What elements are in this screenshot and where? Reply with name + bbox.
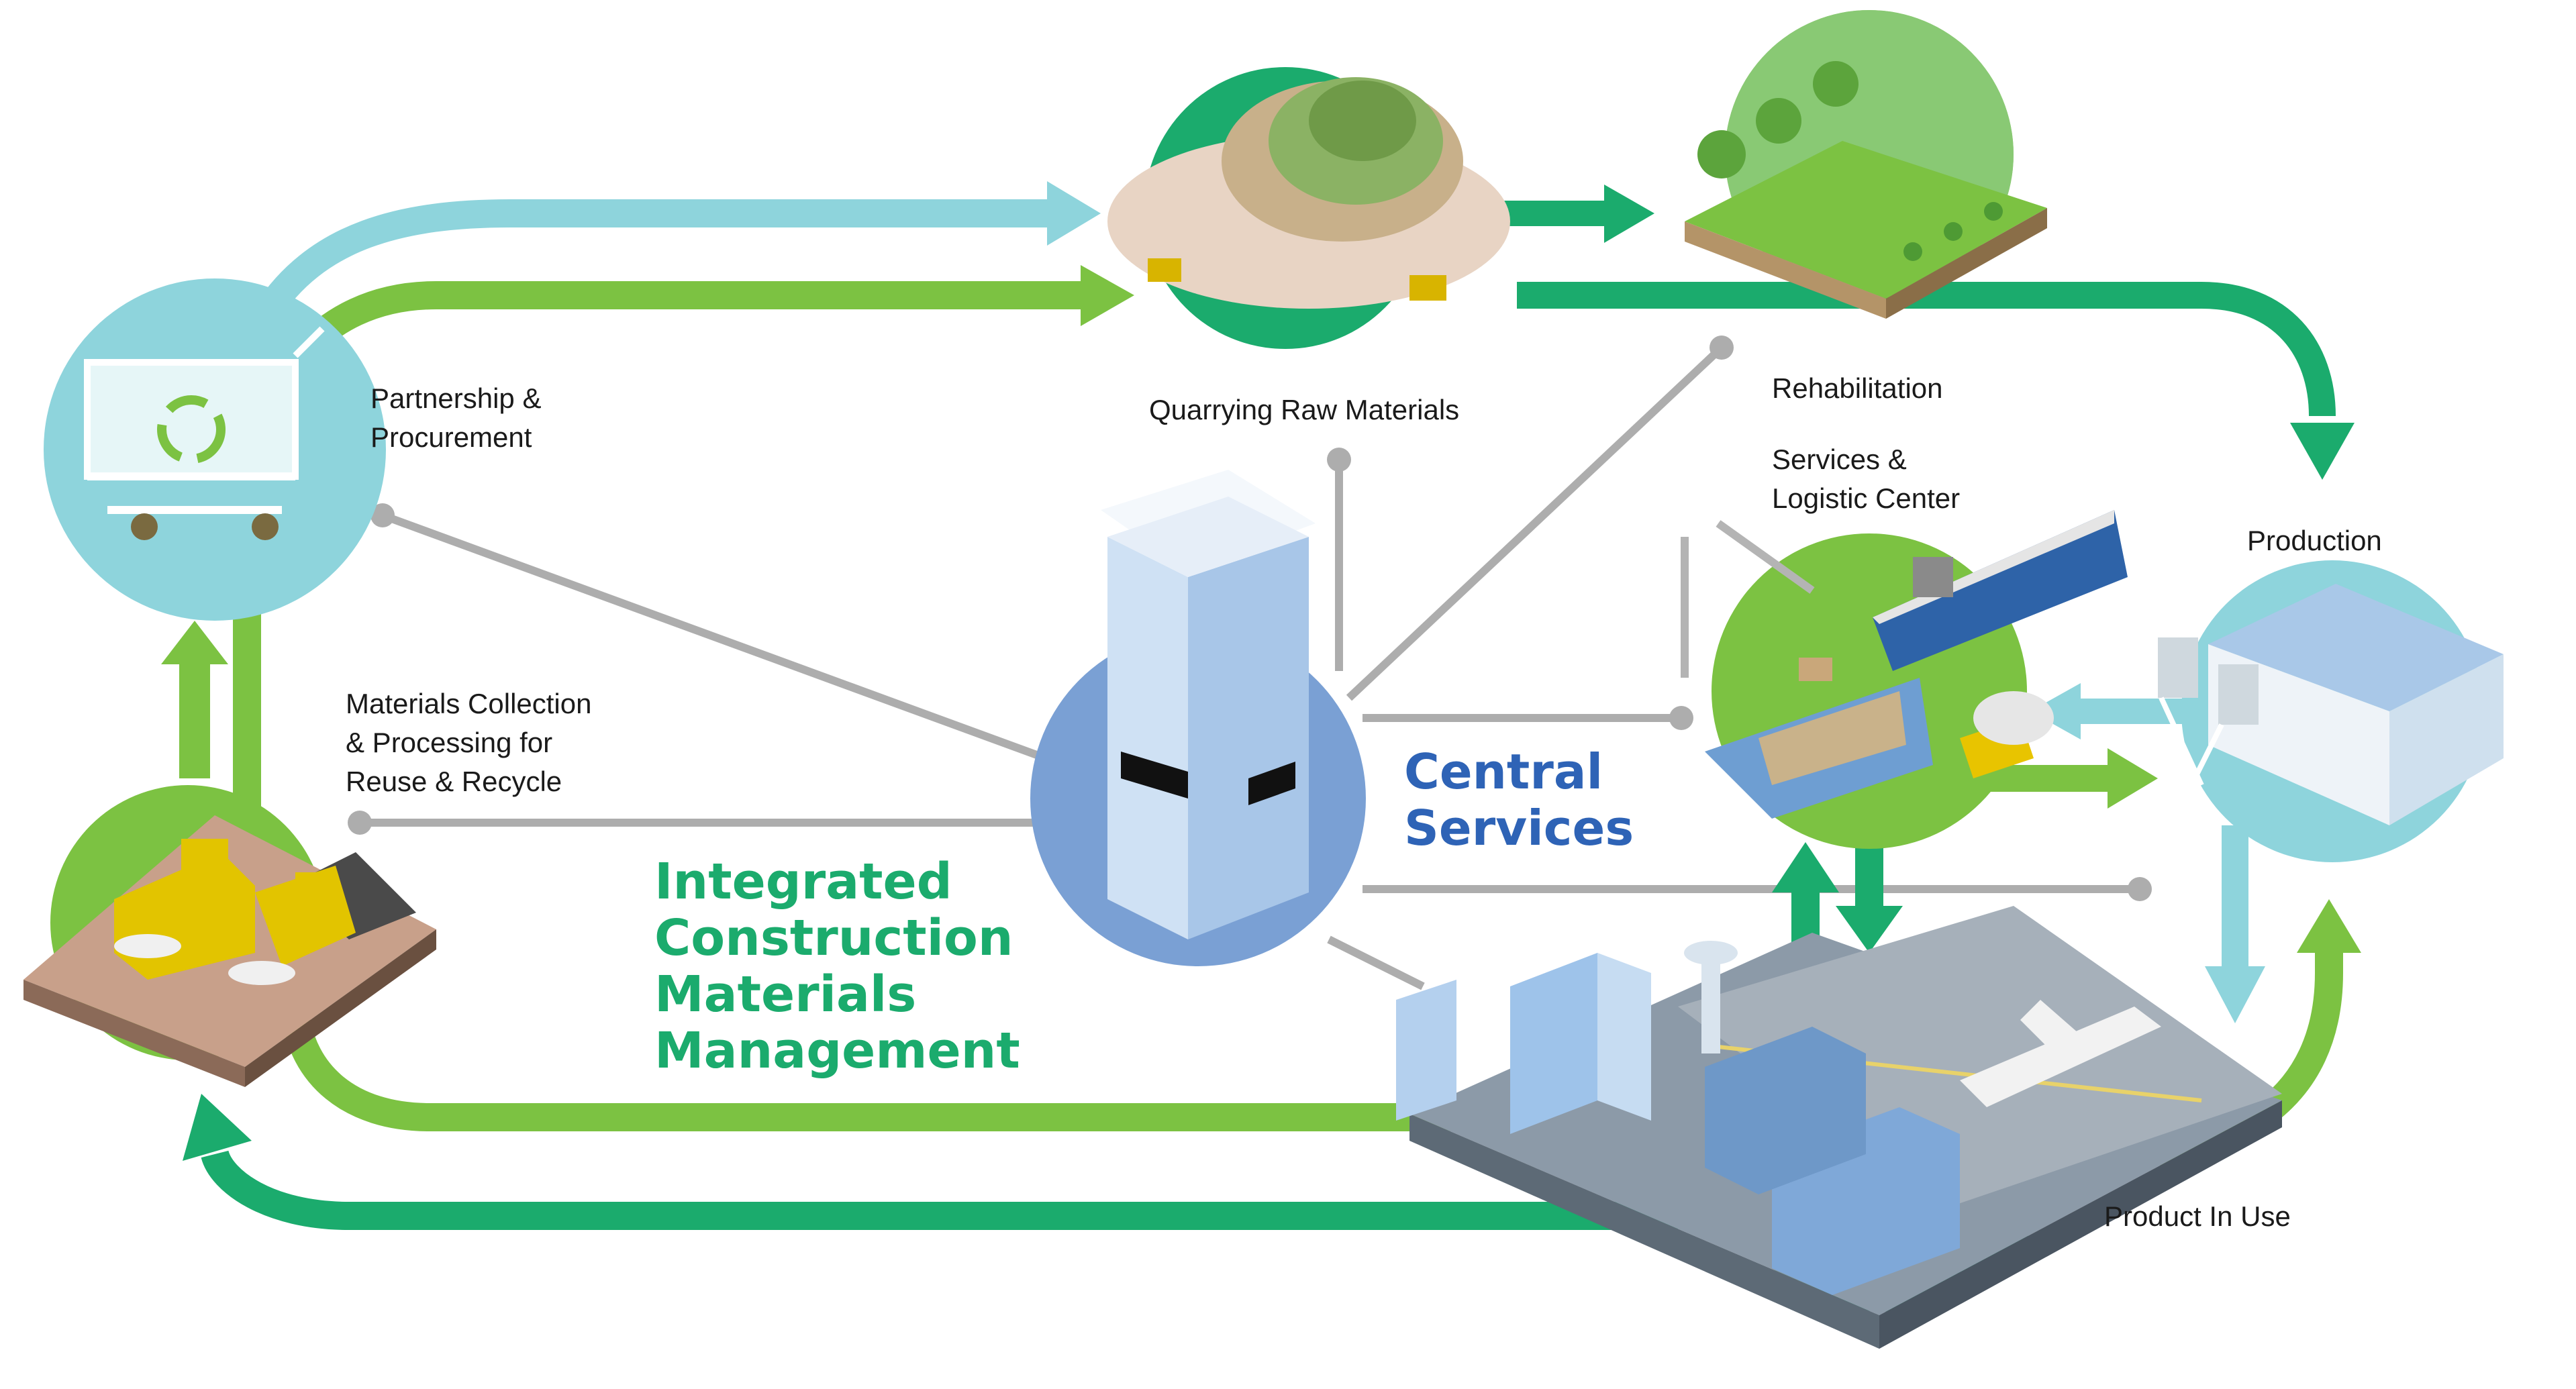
collection-line-2: & Processing for [346,727,553,758]
forest-plot-icon [1685,10,2047,319]
rehabilitation-label: Rehabilitation [1772,372,1943,404]
partnership-line-2: Procurement [370,421,532,453]
airport-city-icon [1396,906,2282,1349]
title-line-2: Construction [654,909,1013,967]
title-line-3: Materials [654,966,917,1023]
arrowhead-blue-down [2205,966,2265,1023]
arrowhead-teal-rehab [1604,185,1654,243]
connector-lines [360,344,2140,990]
quarry-icon [1107,67,1510,349]
title-line-1: Integrated [654,853,952,911]
services-line-1: Services & [1772,444,1907,475]
arrowhead-green-production [2108,748,2158,809]
central-line-2: Services [1404,800,1634,856]
arrow-cart-to-quarry-blue [253,199,1047,323]
factory-icon [2158,560,2504,862]
arrowhead-teal-production [2290,423,2355,480]
ship-port-icon [1681,510,2128,849]
arrowhead-green-up-right [2297,899,2361,953]
collection-line-1: Materials Collection [346,688,592,719]
arrowhead-teal-collection [183,1094,252,1161]
arrow-quarry-to-production [1517,282,2336,417]
connector-dots [348,336,2152,901]
arrowhead-blue-quarry [1047,181,1101,246]
production-label: Production [2247,525,2382,556]
partnership-line-1: Partnership & [370,382,542,414]
partnership-label: Partnership & Procurement [370,379,541,457]
arrowhead-green-quarry [1081,265,1134,326]
arrowhead-teal-up [1772,842,1839,892]
arrowhead-teal-down [1836,906,1903,953]
collection-label: Materials Collection & Processing for Re… [346,684,591,801]
arrow-use-to-collection-teal [201,1149,1678,1230]
title-line-4: Management [654,1022,1020,1080]
recycle-cart-icon [44,278,386,621]
arrowhead-up-left [161,621,228,664]
loader-trucks-icon [23,785,436,1087]
collection-line-3: Reuse & Recycle [346,766,562,797]
arrowhead-blue-services [2030,683,2081,739]
central-line-1: Central [1404,743,1603,800]
office-tower-icon [1030,470,1366,966]
services-line-2: Logistic Center [1772,482,1961,514]
diagram-title: Integrated Construction Materials Manage… [654,854,1020,1079]
central-services-label: Central Services [1404,743,1634,856]
quarrying-label: Quarrying Raw Materials [1149,394,1460,425]
services-label: Services & Logistic Center [1772,440,1960,518]
product-in-use-label: Product In Use [2104,1200,2291,1232]
